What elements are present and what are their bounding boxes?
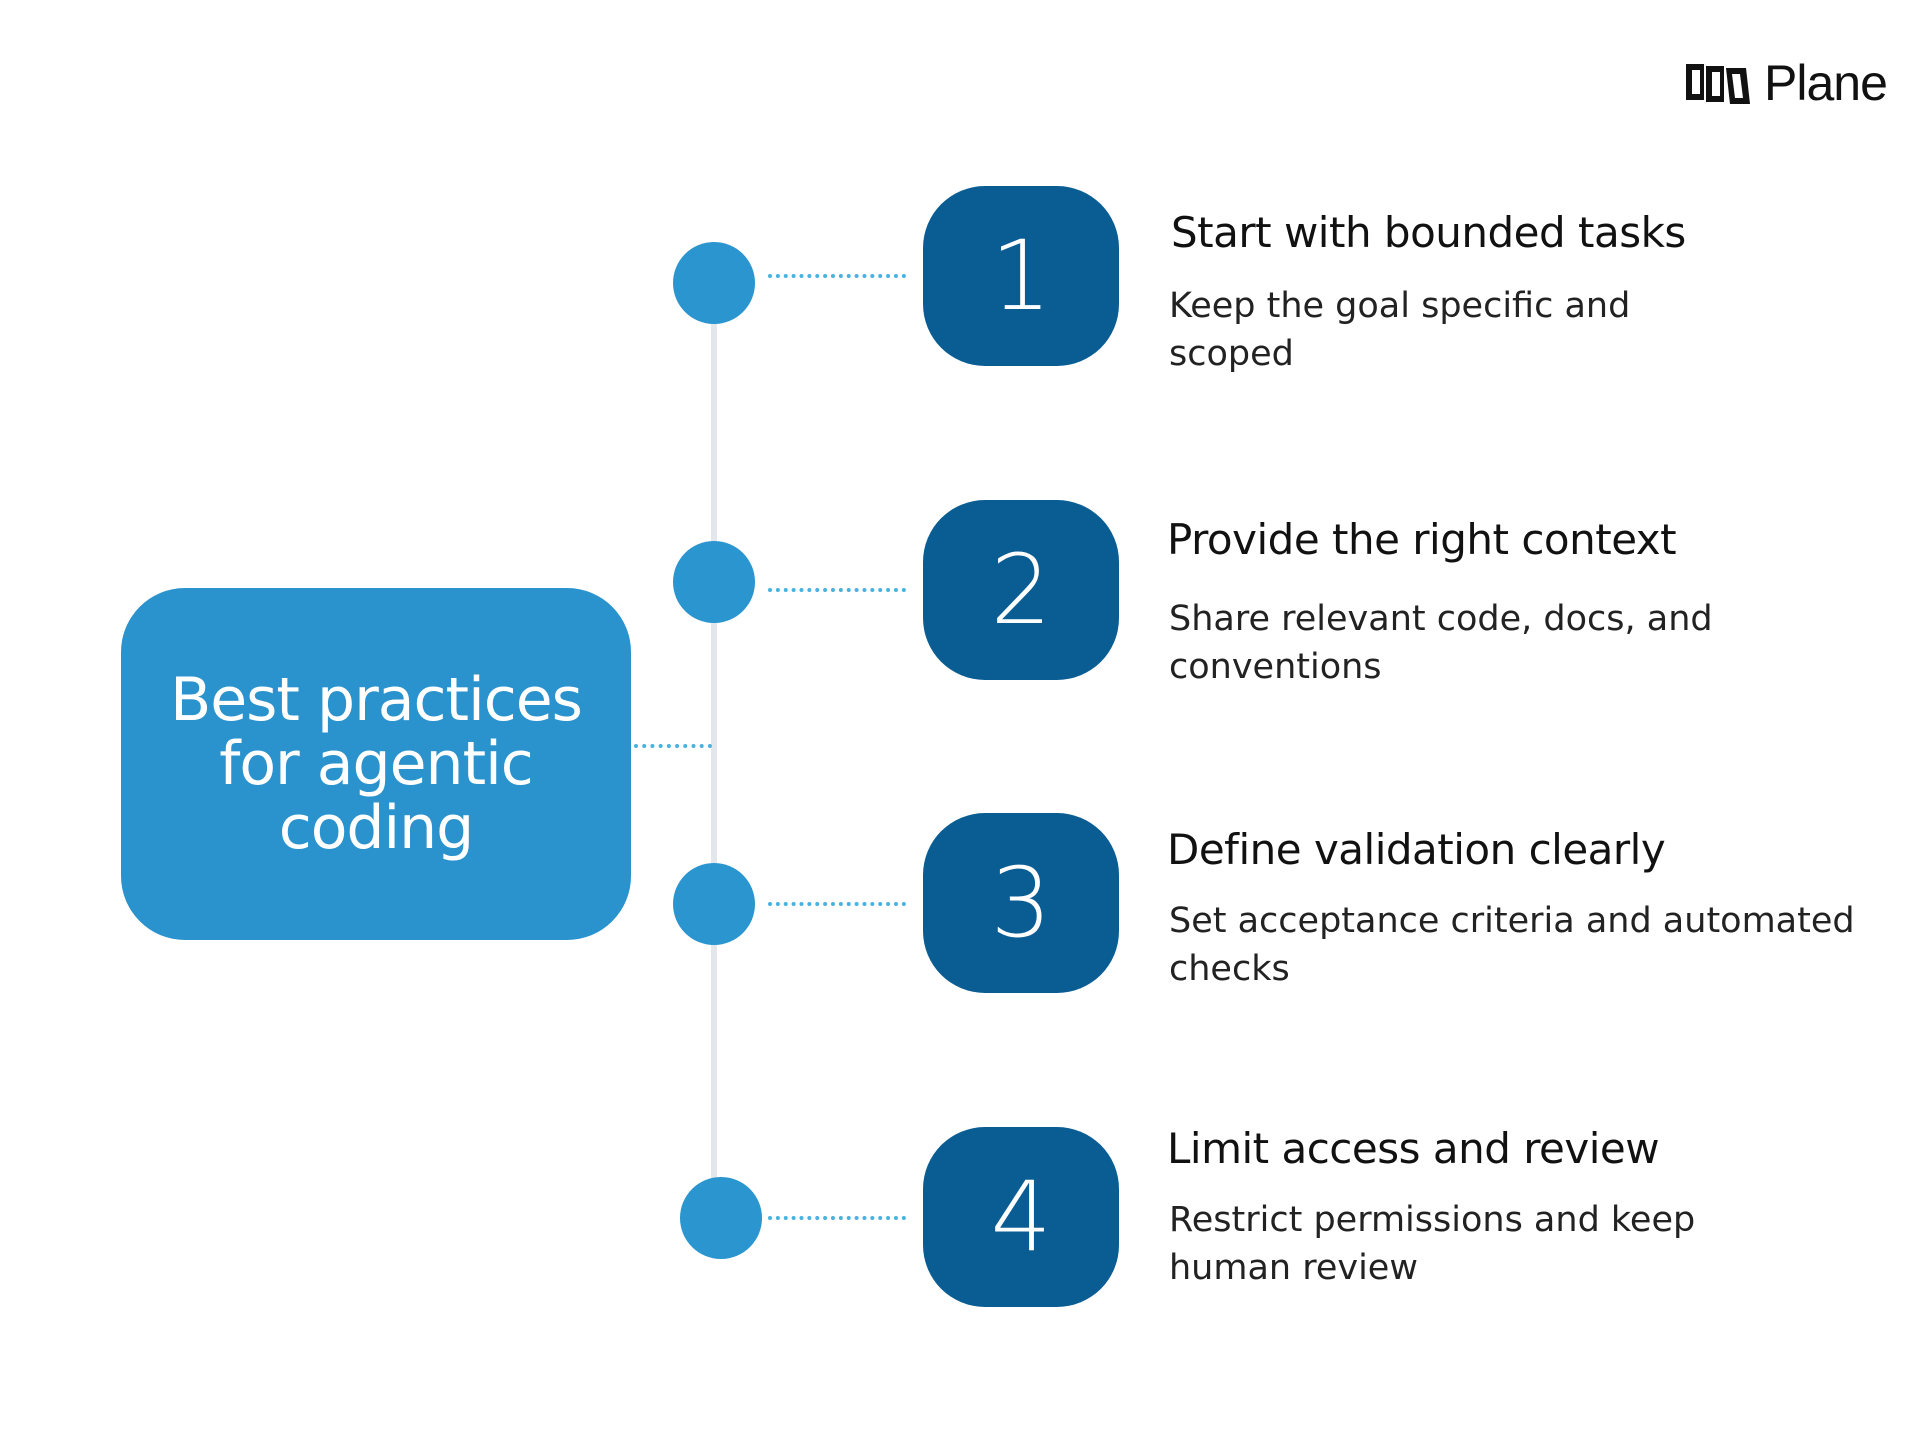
brand-name: Plane — [1764, 55, 1888, 111]
step-4-title: Limit access and review — [1167, 1124, 1660, 1173]
step-3-description: Set acceptance criteria and automated ch… — [1169, 901, 1855, 989]
main-connector — [634, 744, 712, 748]
timeline-spine — [711, 282, 717, 1214]
step-4-number: 4 — [923, 1127, 1119, 1307]
step-3-number: 3 — [923, 813, 1119, 993]
step-2-description: Share relevant code, docs, and conventio… — [1169, 599, 1713, 687]
step-1-title: Start with bounded tasks — [1171, 208, 1686, 257]
step-4-connector — [768, 1216, 906, 1220]
step-1-dot — [673, 242, 755, 324]
step-3-connector — [768, 902, 906, 906]
step-3-title: Define validation clearly — [1167, 825, 1666, 874]
step-3-dot — [673, 863, 755, 945]
plane-logo: Plane — [1684, 54, 1888, 112]
step-2-connector — [768, 588, 906, 592]
step-2-dot — [673, 541, 755, 623]
main-title: Best practices for agentic coding — [170, 665, 583, 863]
step-1-description: Keep the goal specific and scoped — [1169, 286, 1631, 374]
step-1-number: 1 — [923, 186, 1119, 366]
step-2-title: Provide the right context — [1167, 515, 1677, 564]
main-topic-box: Best practices for agentic coding — [121, 588, 631, 940]
step-4-description: Restrict permissions and keep human revi… — [1169, 1200, 1696, 1288]
plane-logo-icon — [1686, 64, 1750, 104]
step-4-dot — [680, 1177, 762, 1259]
step-2-number: 2 — [923, 500, 1119, 680]
step-1-connector — [768, 274, 906, 278]
